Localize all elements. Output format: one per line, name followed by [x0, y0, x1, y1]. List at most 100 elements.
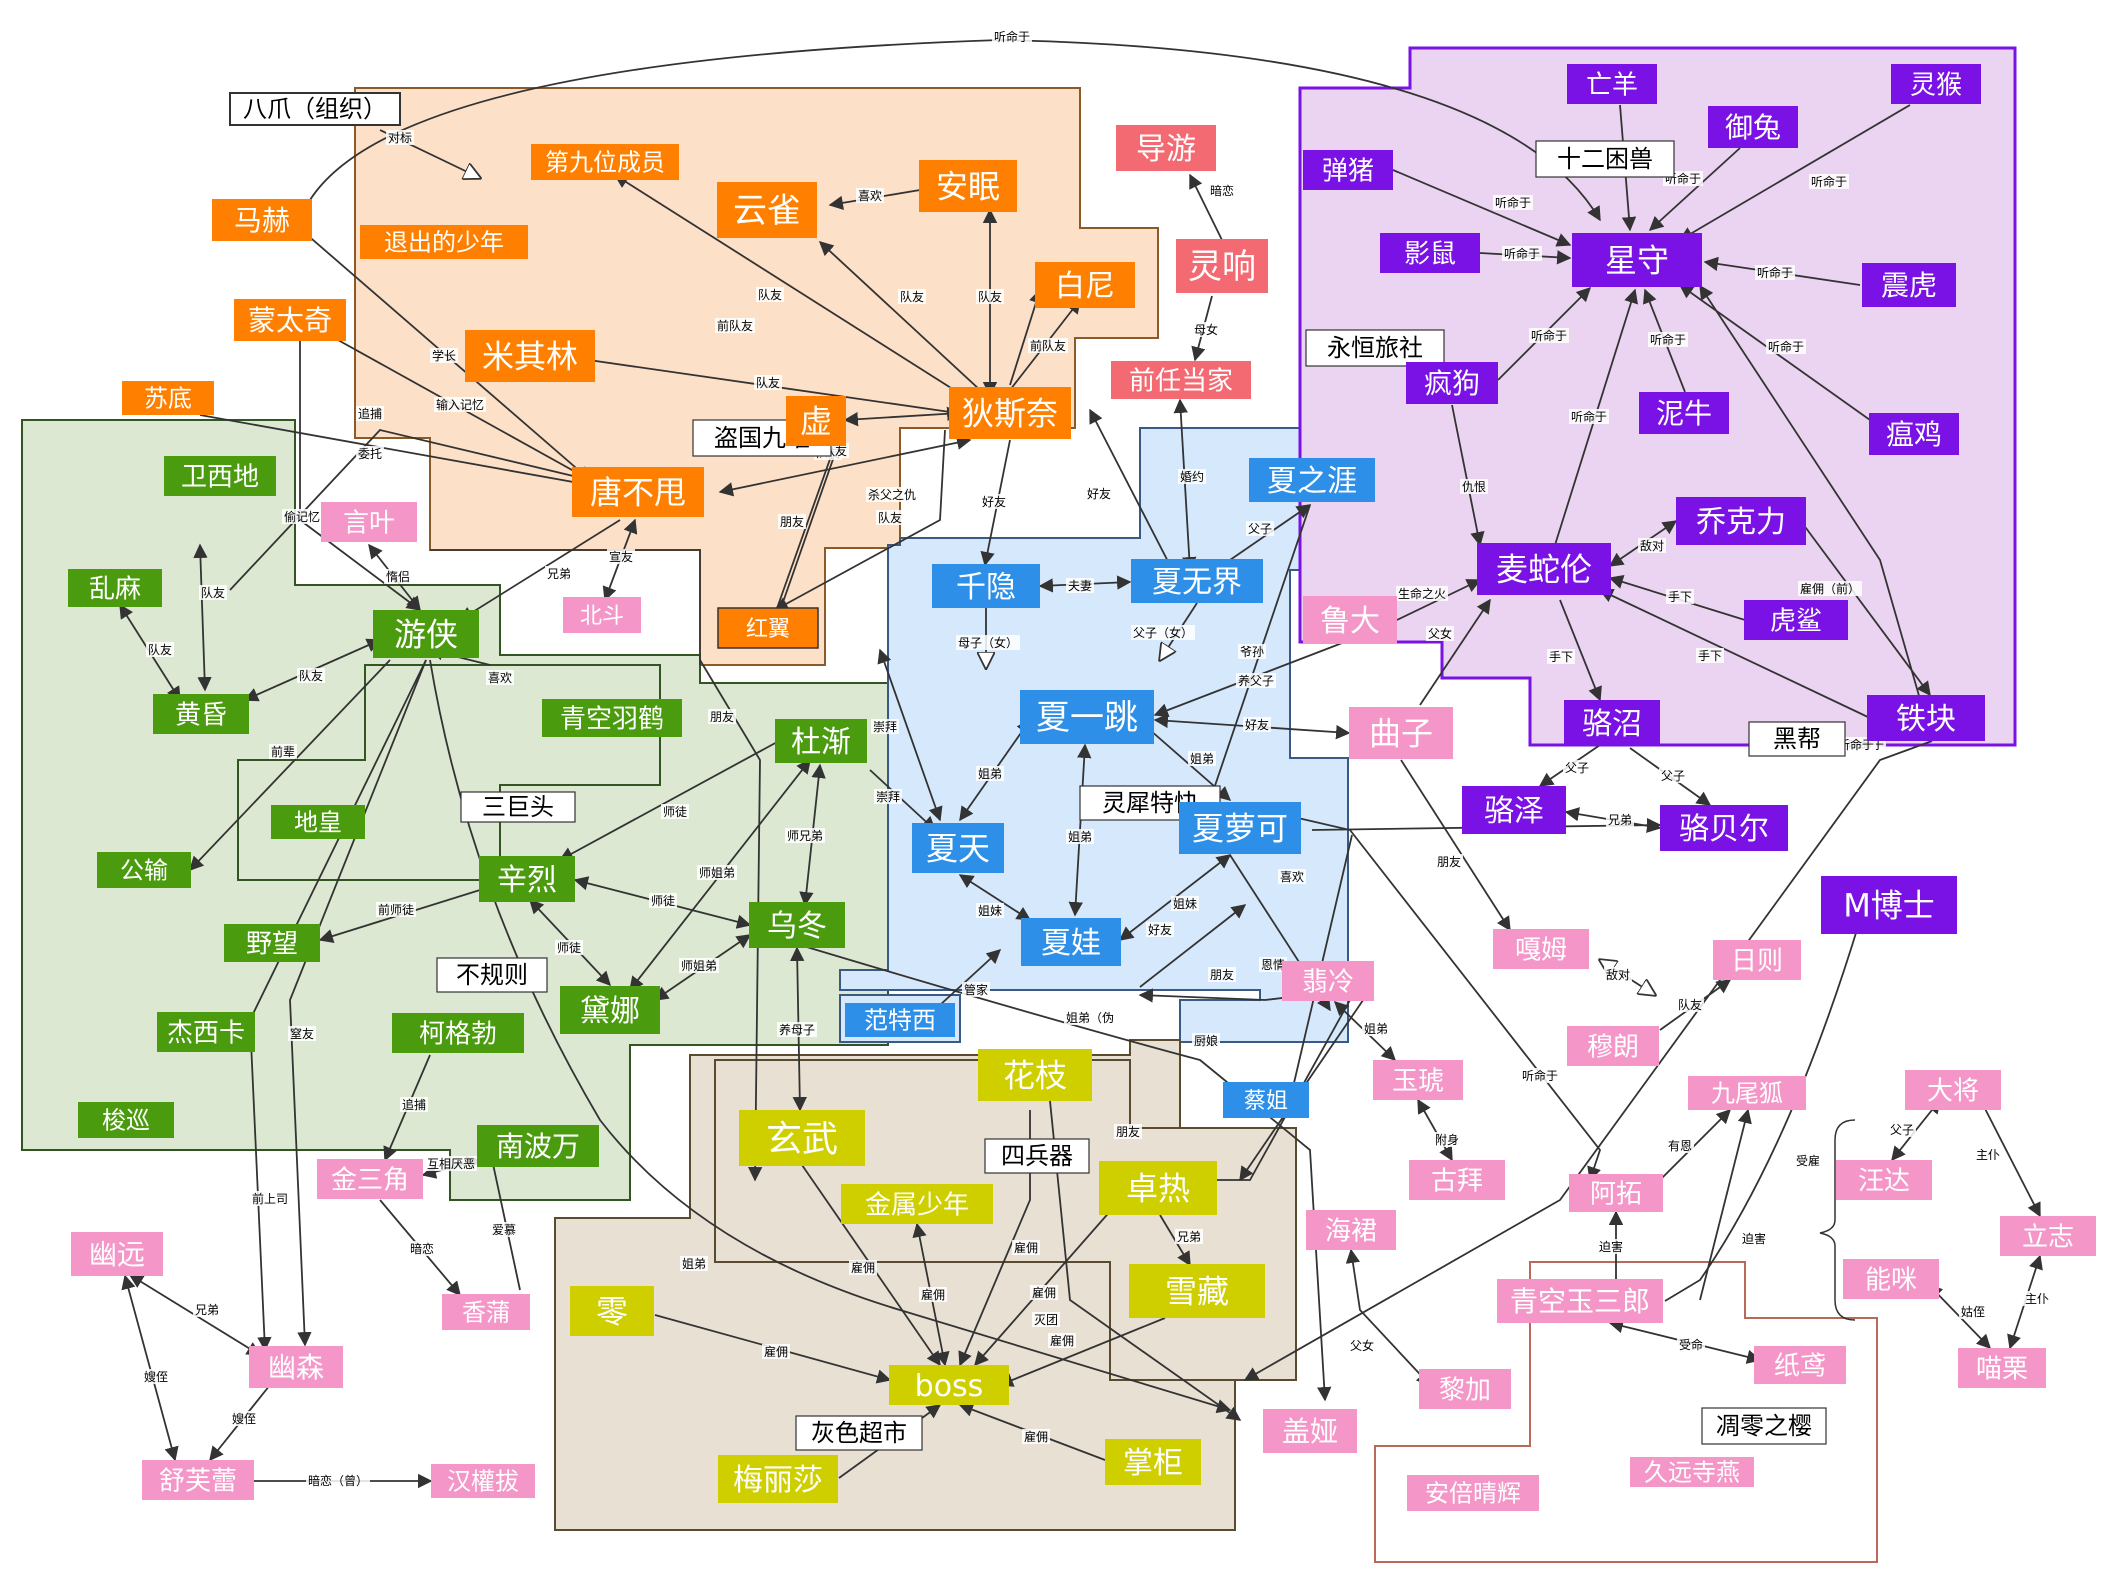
node-box[interactable] [78, 1102, 174, 1138]
node-dijiuwei[interactable]: 第九位成员 [531, 144, 679, 180]
node-yunque[interactable]: 云雀 [717, 182, 817, 238]
node-yumian[interactable]: 御兔 [1708, 106, 1798, 148]
node-box[interactable] [570, 1286, 654, 1336]
node-box[interactable] [1754, 1346, 1846, 1384]
node-tiekuai[interactable]: 铁块 [1867, 695, 1985, 741]
node-xiawujie[interactable]: 夏无界 [1131, 559, 1263, 603]
node-niniu[interactable]: 泥牛 [1639, 392, 1729, 434]
node-suoxun[interactable]: 梭巡 [78, 1102, 174, 1138]
node-daina[interactable]: 黛娜 [560, 986, 660, 1034]
node-hanquanba[interactable]: 汉權拔 [431, 1464, 535, 1498]
node-rize[interactable]: 日则 [1713, 940, 1801, 980]
node-dijian[interactable]: 杜渐 [775, 719, 867, 763]
node-mboshi[interactable]: M博士 [1821, 876, 1957, 934]
node-xiayitiao[interactable]: 夏一跳 [1020, 690, 1154, 744]
node-yanye[interactable]: 言叶 [321, 502, 417, 542]
node-kegebo[interactable]: 柯格勃 [392, 1013, 524, 1053]
node-beidou[interactable]: 北斗 [563, 597, 641, 633]
node-mulang[interactable]: 穆朗 [1567, 1026, 1659, 1066]
node-box[interactable] [1282, 961, 1374, 1001]
node-box[interactable] [717, 607, 819, 649]
node-tangbushuai[interactable]: 唐不甩 [572, 467, 704, 517]
node-box[interactable] [912, 823, 1004, 873]
node-box[interactable] [68, 569, 162, 607]
node-box[interactable] [1303, 596, 1397, 644]
node-box[interactable] [1021, 918, 1121, 966]
node-box[interactable] [1713, 940, 1801, 980]
node-meilisha[interactable]: 梅丽莎 [718, 1455, 838, 1503]
node-box[interactable] [97, 852, 191, 888]
node-box[interactable] [317, 1159, 423, 1199]
node-dajiang[interactable]: 大将 [1905, 1070, 2001, 1110]
node-xuanwu[interactable]: 玄武 [739, 1110, 865, 1166]
node-box[interactable] [1688, 1076, 1806, 1110]
node-box[interactable] [1035, 262, 1135, 308]
node-zhiyuan[interactable]: 纸鸢 [1754, 1346, 1846, 1384]
node-box[interactable] [1958, 1348, 2046, 1388]
node-box[interactable] [775, 719, 867, 763]
node-box[interactable] [212, 199, 312, 241]
node-qiaokeli[interactable]: 乔克力 [1676, 497, 1806, 545]
node-quzi[interactable]: 曲子 [1349, 707, 1453, 759]
node-hongyi[interactable]: 红翼 [717, 607, 819, 649]
node-box[interactable] [1744, 600, 1848, 640]
node-box[interactable] [321, 502, 417, 542]
node-baini[interactable]: 白尼 [1035, 262, 1135, 308]
node-box[interactable] [1567, 64, 1657, 104]
node-box[interactable] [1905, 1070, 2001, 1110]
node-mahe[interactable]: 马赫 [212, 199, 312, 241]
node-box[interactable] [1129, 1264, 1265, 1318]
node-box[interactable] [1249, 458, 1375, 502]
node-huanghun[interactable]: 黄昏 [153, 694, 249, 734]
node-gaiya[interactable]: 盖娅 [1263, 1409, 1357, 1453]
node-tuichu[interactable]: 退出的少年 [360, 225, 528, 259]
node-fantexi[interactable]: 范特西 [845, 1003, 955, 1037]
node-yuhu[interactable]: 玉琥 [1373, 1060, 1463, 1100]
node-box[interactable] [1111, 361, 1251, 399]
node-box[interactable] [1099, 1161, 1217, 1215]
node-box[interactable] [1821, 876, 1957, 934]
node-box[interactable] [234, 299, 346, 341]
node-maishelun[interactable]: 麦蛇伦 [1477, 543, 1611, 595]
node-box[interactable] [479, 856, 575, 902]
node-box[interactable] [1493, 929, 1589, 969]
node-xinlie[interactable]: 辛烈 [479, 856, 575, 902]
node-weixidi[interactable]: 卫西地 [164, 456, 276, 496]
node-luobeier[interactable]: 骆贝尔 [1660, 805, 1788, 851]
node-wangda[interactable]: 汪达 [1836, 1160, 1932, 1200]
node-box[interactable] [1862, 263, 1956, 307]
node-box[interactable] [1569, 1174, 1663, 1212]
node-jinsanjiao[interactable]: 金三角 [317, 1159, 423, 1199]
node-danzhu[interactable]: 弹猪 [1303, 150, 1393, 190]
node-wudong[interactable]: 乌冬 [749, 902, 845, 948]
node-box[interactable] [1179, 802, 1301, 854]
node-luoze[interactable]: 骆泽 [1462, 786, 1566, 834]
node-box[interactable] [1572, 233, 1702, 287]
node-xiatian[interactable]: 夏天 [912, 823, 1004, 873]
node-box[interactable] [978, 1049, 1092, 1101]
node-box[interactable] [157, 1012, 255, 1052]
node-box[interactable] [932, 564, 1040, 608]
node-luanma[interactable]: 乱麻 [68, 569, 162, 607]
node-fenggou[interactable]: 疯狗 [1406, 362, 1498, 404]
node-box[interactable] [1263, 1409, 1357, 1453]
node-box[interactable] [560, 986, 660, 1034]
node-box[interactable] [749, 902, 845, 948]
node-box[interactable] [465, 330, 595, 382]
node-daoyou[interactable]: 导游 [1116, 125, 1216, 171]
node-box[interactable] [1869, 413, 1959, 455]
node-box[interactable] [563, 597, 641, 633]
node-zhuore[interactable]: 卓热 [1099, 1161, 1217, 1215]
node-box[interactable] [1406, 362, 1498, 404]
node-box[interactable] [739, 1110, 865, 1166]
node-box[interactable] [1223, 1082, 1309, 1118]
node-box[interactable] [841, 1184, 993, 1224]
node-box[interactable] [392, 1013, 524, 1053]
node-youxia[interactable]: 游侠 [373, 610, 479, 658]
node-box[interactable] [1836, 1160, 1932, 1200]
node-box[interactable] [373, 610, 479, 658]
node-jiexika[interactable]: 杰西卡 [157, 1012, 255, 1052]
node-box[interactable] [1639, 392, 1729, 434]
node-box[interactable] [71, 1232, 163, 1276]
node-box[interactable] [1567, 1026, 1659, 1066]
